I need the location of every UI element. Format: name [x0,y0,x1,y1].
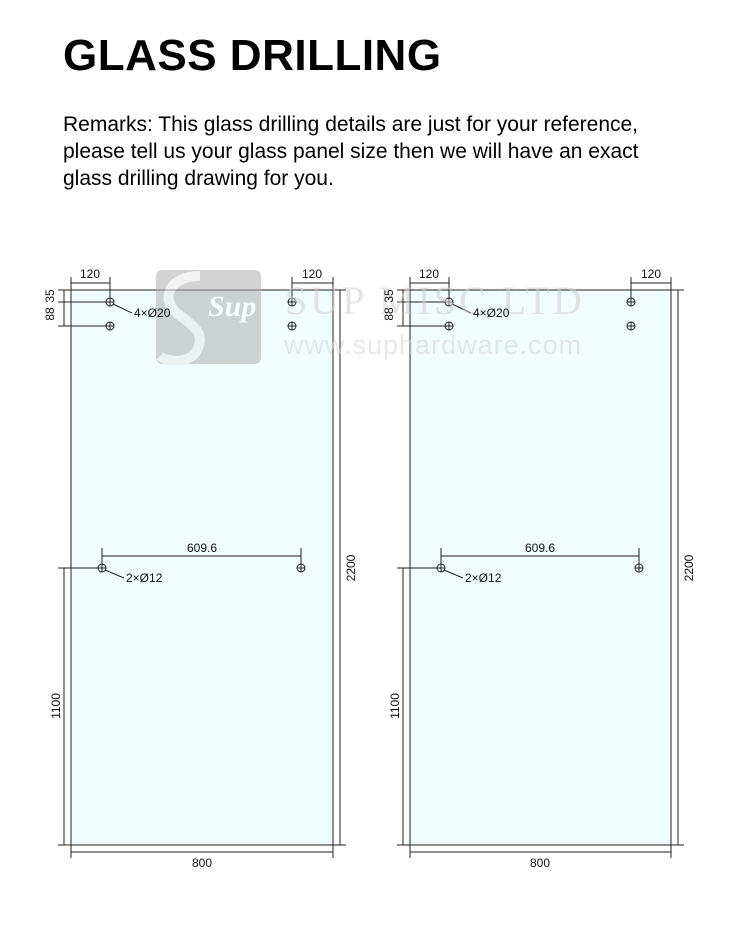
dim-top-right-offset: 120 [302,267,322,281]
remarks-line: Remarks: This glass drilling details are… [63,113,639,136]
dim-hole-spacing: 88 [43,307,57,321]
watermark-website: www.suphardware.com [283,330,582,360]
label-top-holes: 4×Ø20 [134,306,171,320]
glass-panel [70,289,334,846]
remarks-text: Remarks: This glass drilling details are… [63,111,703,192]
hole-middle-left [97,563,107,573]
dim-top-left-offset: 120 [80,267,100,281]
page-title: GLASS DRILLING [63,31,442,80]
remarks-line: glass drilling drawing for you. [63,167,334,190]
dim-panel-height: 2200 [682,554,696,581]
drawing-2 [397,277,684,858]
watermark-logo [156,270,261,364]
dim-panel-height: 2200 [344,554,358,581]
drawing-1-labels: 120 120 35 88 4×Ø20 609.6 2×Ø12 1100 220… [43,267,358,870]
remarks-line: please tell us your glass panel size the… [63,140,639,163]
hole-top-left-1 [105,297,115,307]
drawing-2-labels: 120 120 35 88 4×Ø20 609.6 2×Ø12 1100 220… [382,267,696,870]
dim-middle-height: 1100 [388,693,402,719]
dim-panel-width: 800 [192,856,212,870]
label-middle-holes: 2×Ø12 [465,571,502,585]
hole-top-right-2 [287,321,297,331]
dim-top-edge-distance: 35 [382,289,396,303]
hole-top-right-2 [626,321,636,331]
dim-middle-span: 609.6 [187,541,217,555]
dim-middle-height: 1100 [49,693,63,719]
hole-top-left-2 [105,321,115,331]
hole-middle-right [296,563,306,573]
watermark-logo-text: Sup [208,290,256,323]
hole-middle-right [634,563,644,573]
watermark-company: SUP MISC LTD [285,278,585,323]
dim-top-left-offset: 120 [419,267,439,281]
drawing-1 [58,277,346,858]
dim-middle-span: 609.6 [525,541,555,555]
hole-top-left-2 [444,321,454,331]
dim-hole-spacing: 88 [382,307,396,321]
glass-panel [409,289,672,846]
dim-panel-width: 800 [530,856,550,870]
watermark-s-swirl [156,271,205,366]
dim-top-right-offset: 120 [641,267,661,281]
hole-top-right-1 [626,297,636,307]
label-top-holes: 4×Ø20 [473,306,510,320]
hole-top-right-1 [287,297,297,307]
dim-top-edge-distance: 35 [43,289,57,303]
watermark: Sup SUP MISC LTD www.suphardware.com [156,270,585,366]
label-middle-holes: 2×Ø12 [126,571,163,585]
hole-middle-left [436,563,446,573]
hole-top-left-1 [444,297,454,307]
